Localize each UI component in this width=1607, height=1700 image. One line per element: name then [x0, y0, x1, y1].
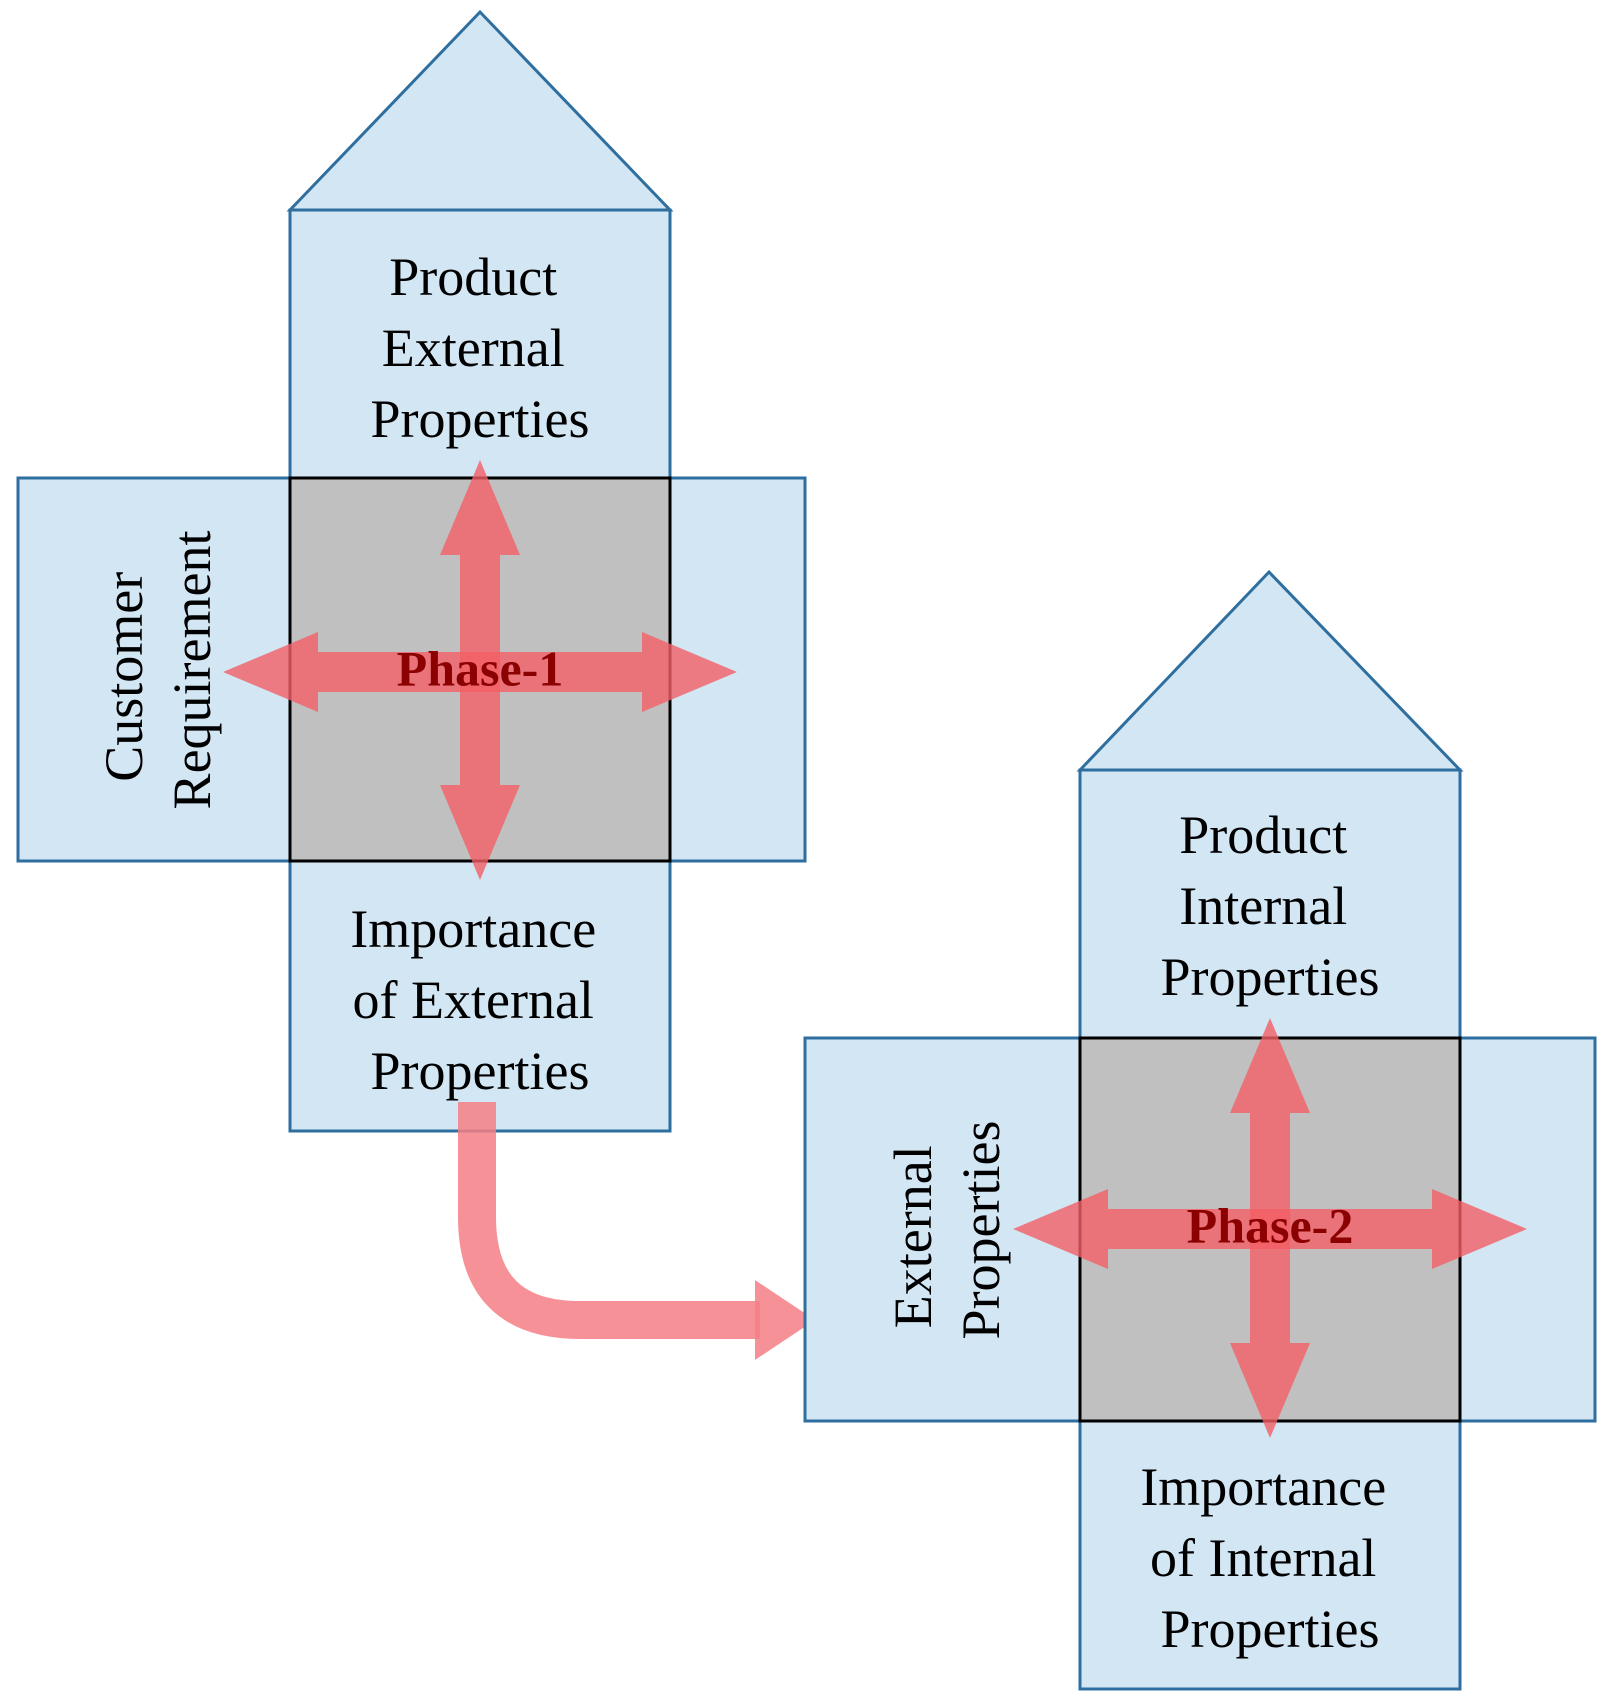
phase1-left-line-1: Customer [94, 572, 154, 782]
phase2-top-line-1: Product [1179, 805, 1347, 865]
phase2-top-panel [1078, 768, 1462, 1040]
phase-transition-arrow [458, 1102, 815, 1360]
phase2-left-label: External Properties [883, 1121, 1011, 1340]
phase2-label: Phase-2 [1187, 1197, 1354, 1253]
phase1-top-line-3: Properties [371, 389, 590, 449]
phase2-top-line-2: Internal [1179, 876, 1347, 936]
phase1-label: Phase-1 [397, 640, 564, 696]
phase1-top-line-2: External [382, 318, 565, 378]
phase2-left-line-1: External [883, 1145, 943, 1328]
phase1-left-line-2: Requirement [162, 531, 222, 810]
phase1-bottom-line-3: Properties [371, 1041, 590, 1101]
phase1-vertical-arrow [440, 460, 520, 880]
phase2-roof [1076, 569, 1464, 772]
phase1-bottom-label: Importance of External Properties [350, 899, 609, 1101]
phase1-bottom-line-1: Importance [350, 899, 596, 959]
phase1-house: Product External Properties Customer Req… [16, 9, 807, 1133]
transition-arrow-shaft [458, 1102, 760, 1339]
phase2-bottom-label: Importance of Internal Properties [1140, 1457, 1399, 1659]
phase1-roof [286, 9, 674, 212]
phase2-top-label: Product Internal Properties [1161, 805, 1380, 1007]
phase1-top-label: Product External Properties [371, 247, 590, 449]
transition-arrow-head [755, 1280, 815, 1360]
phase1-top-panel [288, 208, 672, 480]
phase2-bottom-panel [1078, 1419, 1462, 1691]
phase2-bottom-line-2: of Internal [1150, 1528, 1376, 1588]
phase2-top-line-3: Properties [1161, 947, 1380, 1007]
phase2-bottom-line-1: Importance [1140, 1457, 1386, 1517]
phase2-left-line-2: Properties [951, 1121, 1011, 1340]
phase1-bottom-panel [288, 859, 672, 1133]
phase1-left-label: Customer Requirement [94, 531, 222, 810]
phase2-vertical-arrow [1230, 1018, 1310, 1438]
phase2-house: Product Internal Properties External Pro… [803, 569, 1597, 1691]
phase1-top-line-1: Product [389, 247, 557, 307]
phase1-bottom-line-2: of External [353, 970, 594, 1030]
phase2-bottom-line-3: Properties [1161, 1599, 1380, 1659]
